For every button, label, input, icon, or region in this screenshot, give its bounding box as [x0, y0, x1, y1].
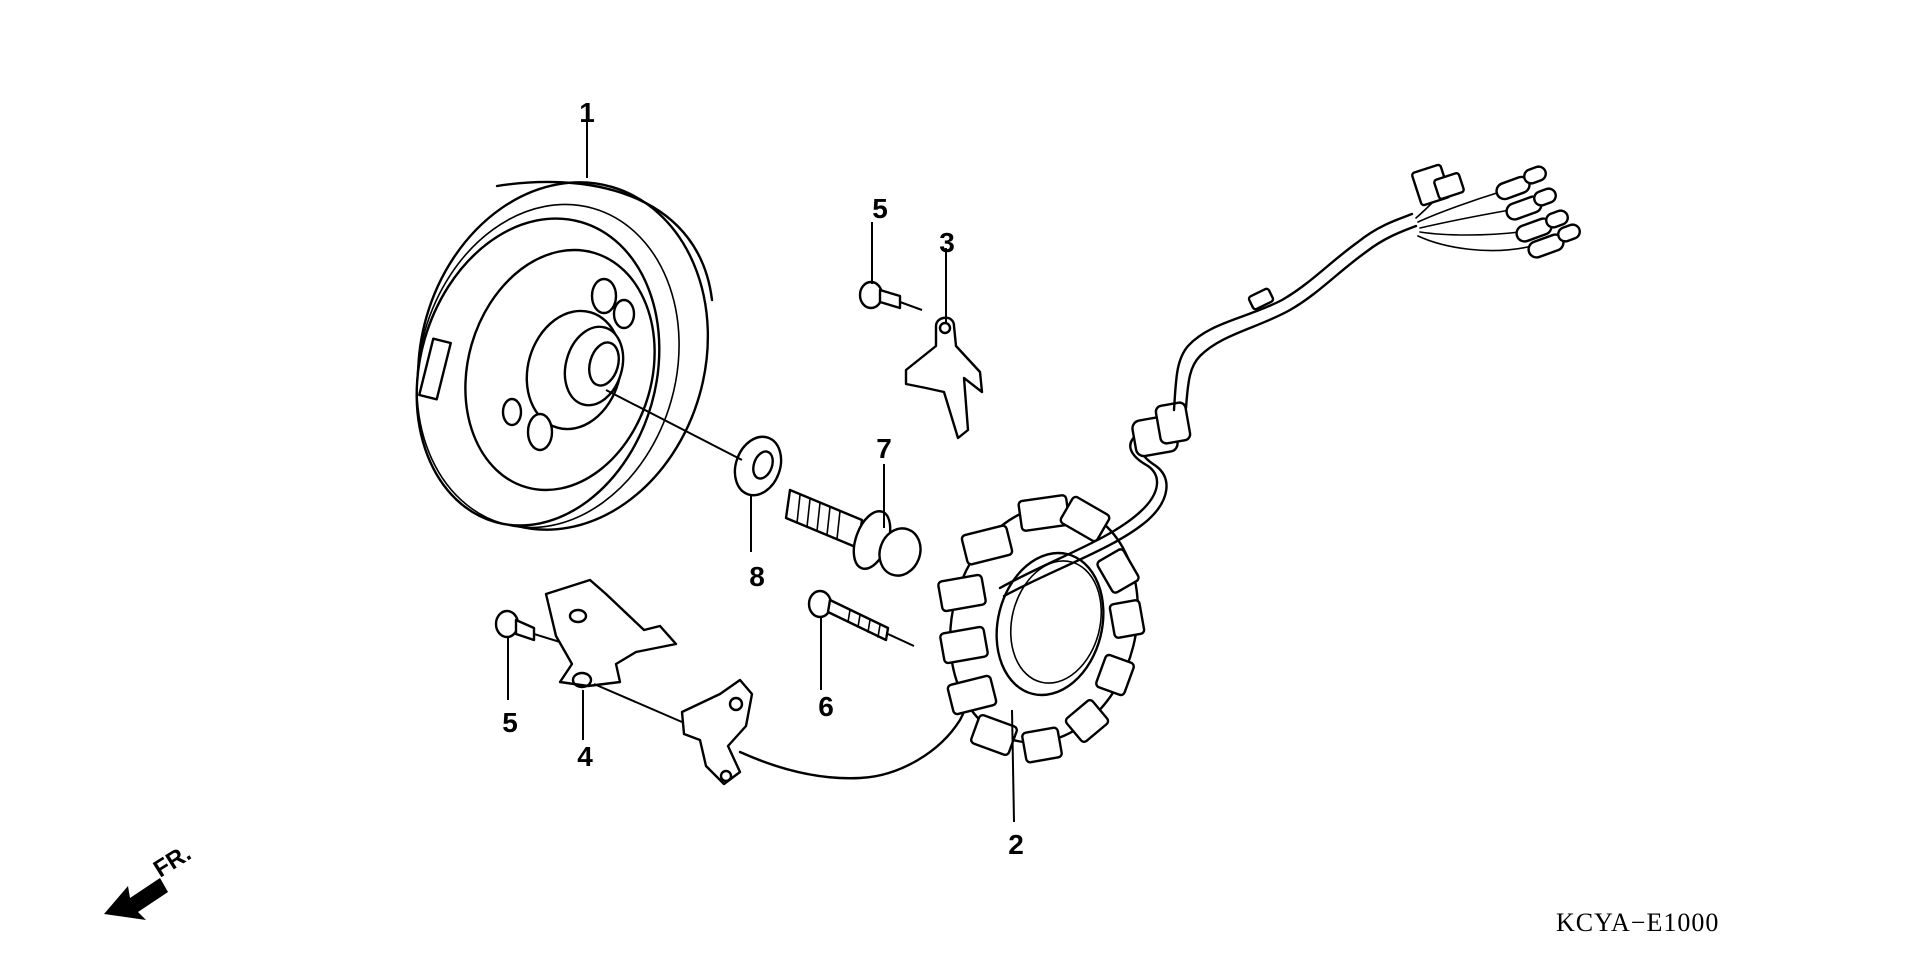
diagram-part-code: KCYA−E1000: [1556, 908, 1720, 937]
callout-2: 2: [1008, 829, 1024, 860]
front-direction-label: FR.: [149, 840, 196, 883]
callout-3: 3: [939, 227, 955, 258]
callout-4: 4: [577, 741, 593, 772]
stator-part: [937, 494, 1146, 764]
wire-harness-part: [998, 163, 1581, 598]
lower-bolt-part: [494, 609, 536, 642]
lower-clamp-part: [544, 578, 678, 689]
callout-7: 7: [876, 433, 892, 464]
callout-6: 6: [818, 691, 834, 722]
flange-bolt-part: [784, 488, 922, 577]
washer-part: [733, 435, 783, 497]
upper-bolt-part: [858, 280, 902, 310]
pulser-sensor-part: [680, 678, 754, 786]
callout-5-lower: 5: [502, 707, 518, 738]
callout-8: 8: [749, 561, 765, 592]
callout-5-upper: 5: [872, 193, 888, 224]
upper-clamp-part: [904, 316, 984, 440]
front-direction-arrow-icon: FR.: [104, 840, 196, 920]
flywheel-part: [415, 180, 714, 531]
callout-1: 1: [579, 97, 595, 128]
